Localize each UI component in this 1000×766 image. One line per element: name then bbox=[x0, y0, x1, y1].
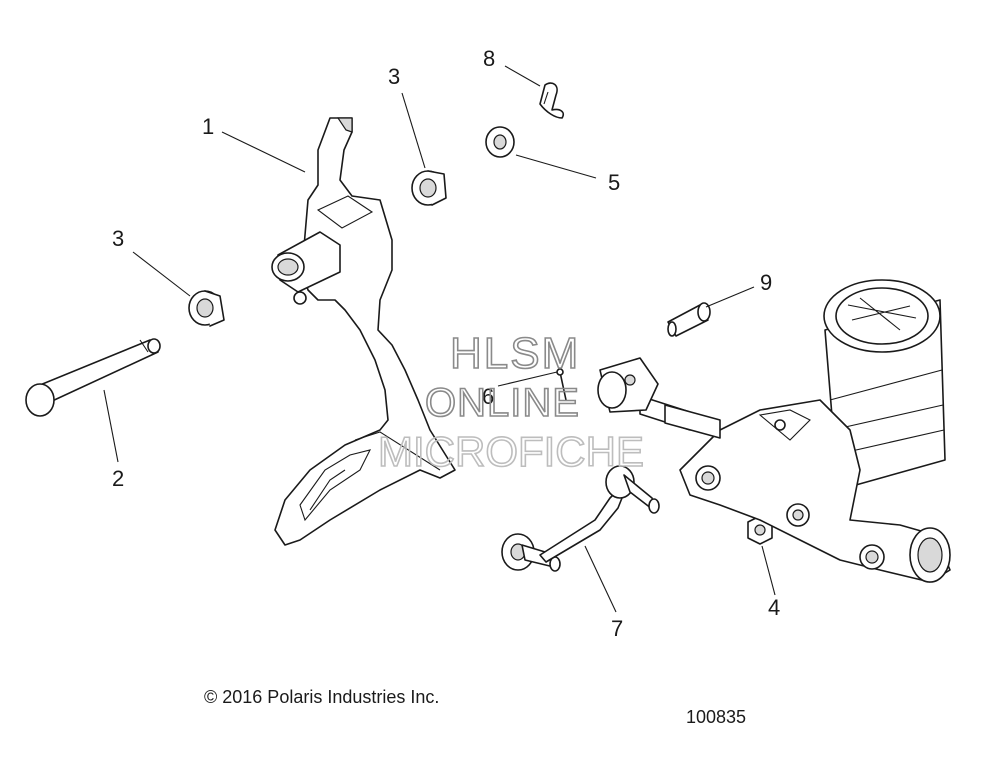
brake-pedal-arm bbox=[271, 117, 456, 546]
leader-2 bbox=[103, 389, 119, 463]
washer bbox=[485, 126, 515, 158]
callout-4: 4 bbox=[768, 595, 780, 620]
leader-1 bbox=[221, 131, 306, 173]
callout-6: 6 bbox=[482, 384, 494, 409]
leader-3b bbox=[401, 92, 426, 169]
watermark-line2: ONLINE bbox=[425, 381, 580, 425]
diagram-number: 100835 bbox=[686, 707, 747, 727]
watermark-line1: HLSM bbox=[450, 329, 580, 378]
pivot-pin bbox=[25, 338, 161, 417]
callout-3a: 3 bbox=[112, 226, 124, 251]
master-cylinder bbox=[597, 279, 951, 583]
leader-8 bbox=[504, 65, 541, 87]
leader-5 bbox=[515, 154, 597, 179]
watermark-line3: MICROFICHE bbox=[378, 428, 644, 475]
clevis-pin bbox=[667, 302, 711, 337]
callout-5: 5 bbox=[608, 170, 620, 195]
leader-3a bbox=[132, 251, 191, 297]
hair-pin-clip bbox=[539, 82, 565, 119]
pushrod-linkage bbox=[501, 465, 660, 572]
callout-1: 1 bbox=[202, 114, 214, 139]
leader-lines bbox=[103, 65, 776, 613]
callout-numbers: 1 2 3 3 4 5 6 7 8 9 bbox=[112, 46, 780, 641]
copyright-text: © 2016 Polaris Industries Inc. bbox=[204, 687, 440, 707]
callout-9: 9 bbox=[760, 270, 772, 295]
callout-3b: 3 bbox=[388, 64, 400, 89]
leader-9 bbox=[705, 286, 755, 308]
callout-7: 7 bbox=[611, 616, 623, 641]
bushing-left bbox=[188, 290, 225, 327]
bushing-top bbox=[411, 170, 447, 206]
callout-2: 2 bbox=[112, 466, 124, 491]
leader-7 bbox=[584, 545, 617, 613]
watermark: HLSM ONLINE MICROFICHE bbox=[377, 328, 645, 476]
leader-6 bbox=[497, 371, 558, 387]
callout-8: 8 bbox=[483, 46, 495, 71]
leader-4 bbox=[761, 545, 776, 596]
